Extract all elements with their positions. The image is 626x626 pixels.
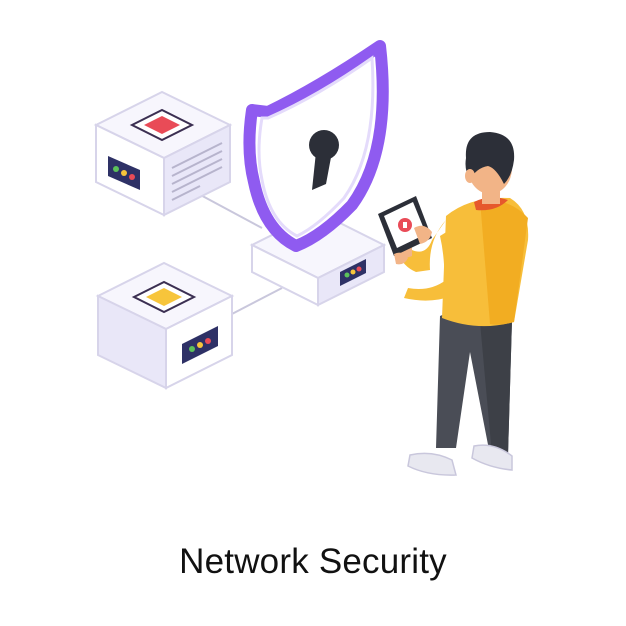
shield-lock-icon <box>243 40 389 252</box>
person-figure <box>378 132 529 476</box>
caption-title: Network Security <box>179 542 447 581</box>
network-connectors <box>194 191 283 316</box>
tablet-icon <box>378 196 432 256</box>
keyhole-icon <box>309 130 339 190</box>
server-icon <box>95 261 235 390</box>
server-icon <box>93 90 233 217</box>
